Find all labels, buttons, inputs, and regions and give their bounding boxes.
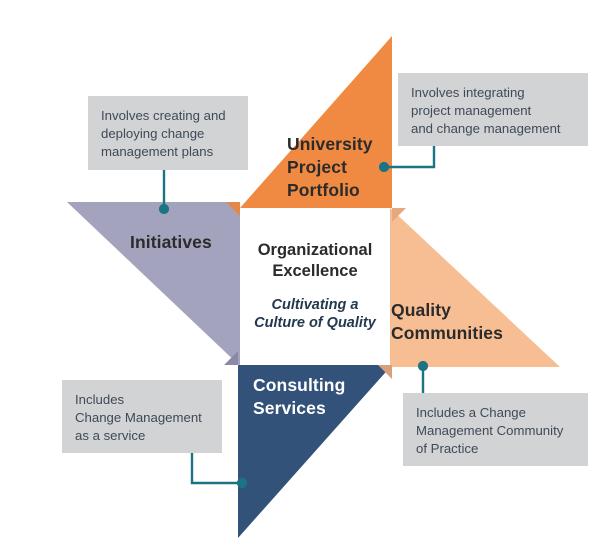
- connector-line-university-project-portfolio: [388, 146, 436, 169]
- connector-dot-university-project-portfolio: [378, 161, 390, 173]
- notch-top-left: [226, 202, 240, 216]
- wedge-label-initiatives: Initiatives: [130, 232, 212, 252]
- center-panel: Organizational Excellence Cultivating a …: [240, 208, 390, 365]
- notch-top-right: [392, 208, 406, 222]
- center-panel-subtitle: Cultivating a Culture of Quality: [254, 296, 376, 332]
- wedge-label-quality-communities: Quality Communities: [391, 300, 503, 343]
- callout-university-project-portfolio: Involves integrating project management …: [398, 73, 588, 146]
- connector-line-consulting-services: [190, 453, 238, 485]
- center-panel-title: Organizational Excellence: [257, 241, 373, 280]
- wedge-quality-communities[interactable]: [390, 208, 560, 367]
- wedge-label-consulting-services: Consulting Services: [253, 375, 346, 418]
- callout-consulting-services: Includes Change Management as a service: [62, 380, 222, 453]
- wedge-label-university-project-portfolio: University Project Portfolio: [287, 134, 373, 200]
- connector-dot-quality-communities: [417, 360, 429, 372]
- callout-initiatives: Involves creating and deploying change m…: [88, 96, 248, 170]
- wedge-university-project-portfolio[interactable]: [240, 36, 392, 208]
- connector-dot-initiatives: [158, 203, 170, 215]
- connector-dot-consulting-services: [236, 477, 248, 489]
- wedge-consulting-services[interactable]: [238, 365, 392, 538]
- callout-quality-communities: Includes a Change Management Community o…: [403, 393, 588, 466]
- wedge-initiatives[interactable]: [67, 202, 240, 366]
- notch-bottom-right: [378, 365, 392, 379]
- notch-bottom-left: [224, 351, 238, 365]
